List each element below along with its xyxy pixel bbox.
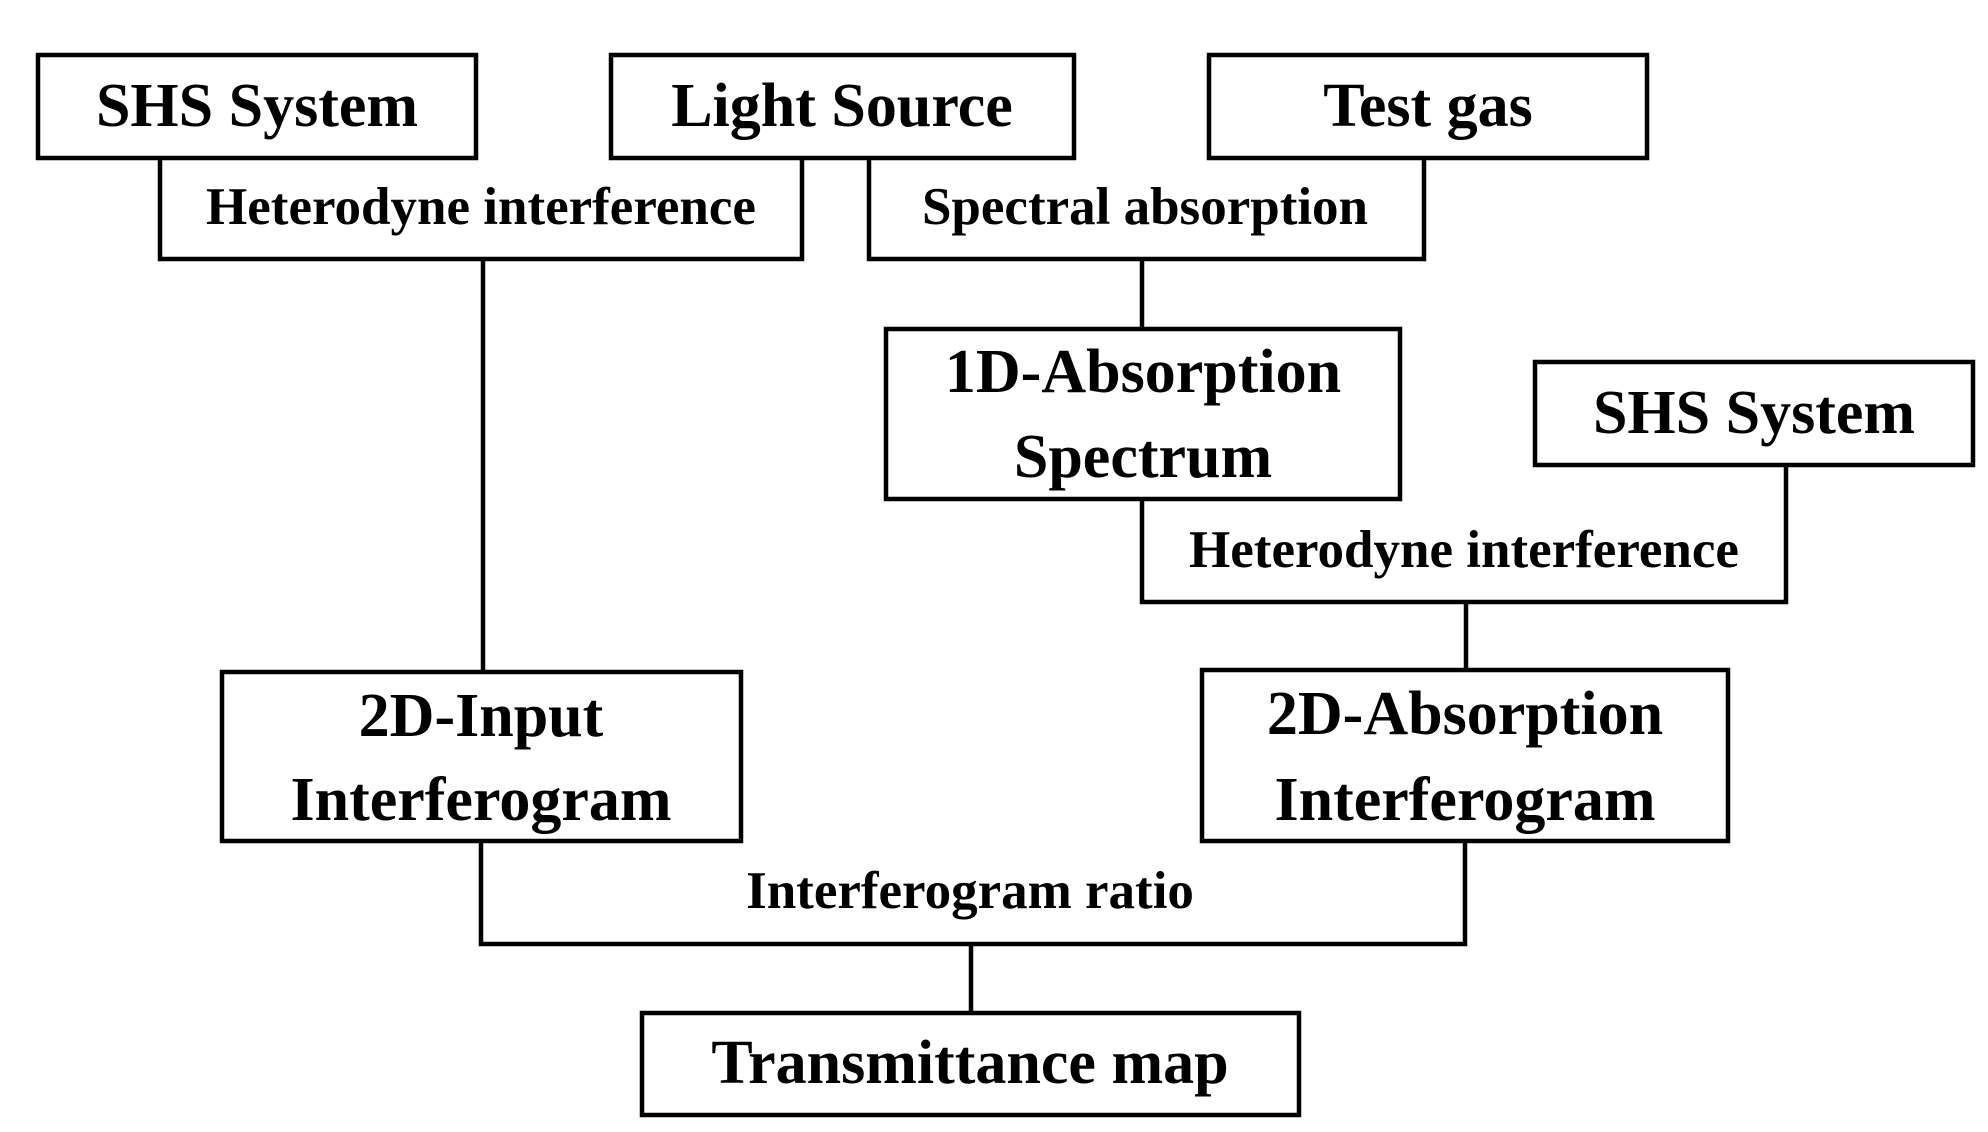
node-label: Transmittance map [711,1029,1228,1097]
process-label: Spectral absorption [922,178,1368,236]
node-2d-input-interferogram: 2D-Input Interferogram [219,669,744,844]
node-box [639,1010,1302,1118]
node-label: SHS System [96,72,418,140]
node-shs-system-right: SHS System [1532,359,1976,468]
process-label: Heterodyne interference [206,178,756,236]
node-label-line2: Interferogram [290,766,671,834]
node-label: Light Source [671,72,1013,140]
node-label-line1: 2D-Absorption [1267,680,1663,748]
node-2d-absorption-interferogram: 2D-Absorption Interferogram [1199,667,1731,844]
node-box [1206,52,1650,161]
node-label-line1: 1D-Absorption [945,338,1341,406]
process-heterodyne-left: Heterodyne interference [157,158,805,262]
process-interferogram-ratio: Interferogram ratio [478,841,1468,947]
node-light-source: Light Source [608,52,1077,161]
node-box [35,52,479,161]
node-label-line2: Interferogram [1274,766,1655,834]
node-label: SHS System [1593,379,1915,447]
node-box [608,52,1077,161]
node-label-line1: 2D-Input [359,682,604,750]
node-box [1532,359,1976,468]
node-label-line2: Spectrum [1014,423,1272,491]
bracket-line [866,158,1427,262]
process-label: Heterodyne interference [1189,521,1739,579]
node-transmittance-map: Transmittance map [639,1010,1302,1118]
node-test-gas: Test gas [1206,52,1650,161]
process-label: Interferogram ratio [746,862,1194,920]
process-spectral-absorption: Spectral absorption [866,158,1427,262]
node-label: Test gas [1323,72,1533,140]
node-shs-system-left: SHS System [35,52,479,161]
node-1d-absorption-spectrum: 1D-Absorption Spectrum [883,326,1403,502]
